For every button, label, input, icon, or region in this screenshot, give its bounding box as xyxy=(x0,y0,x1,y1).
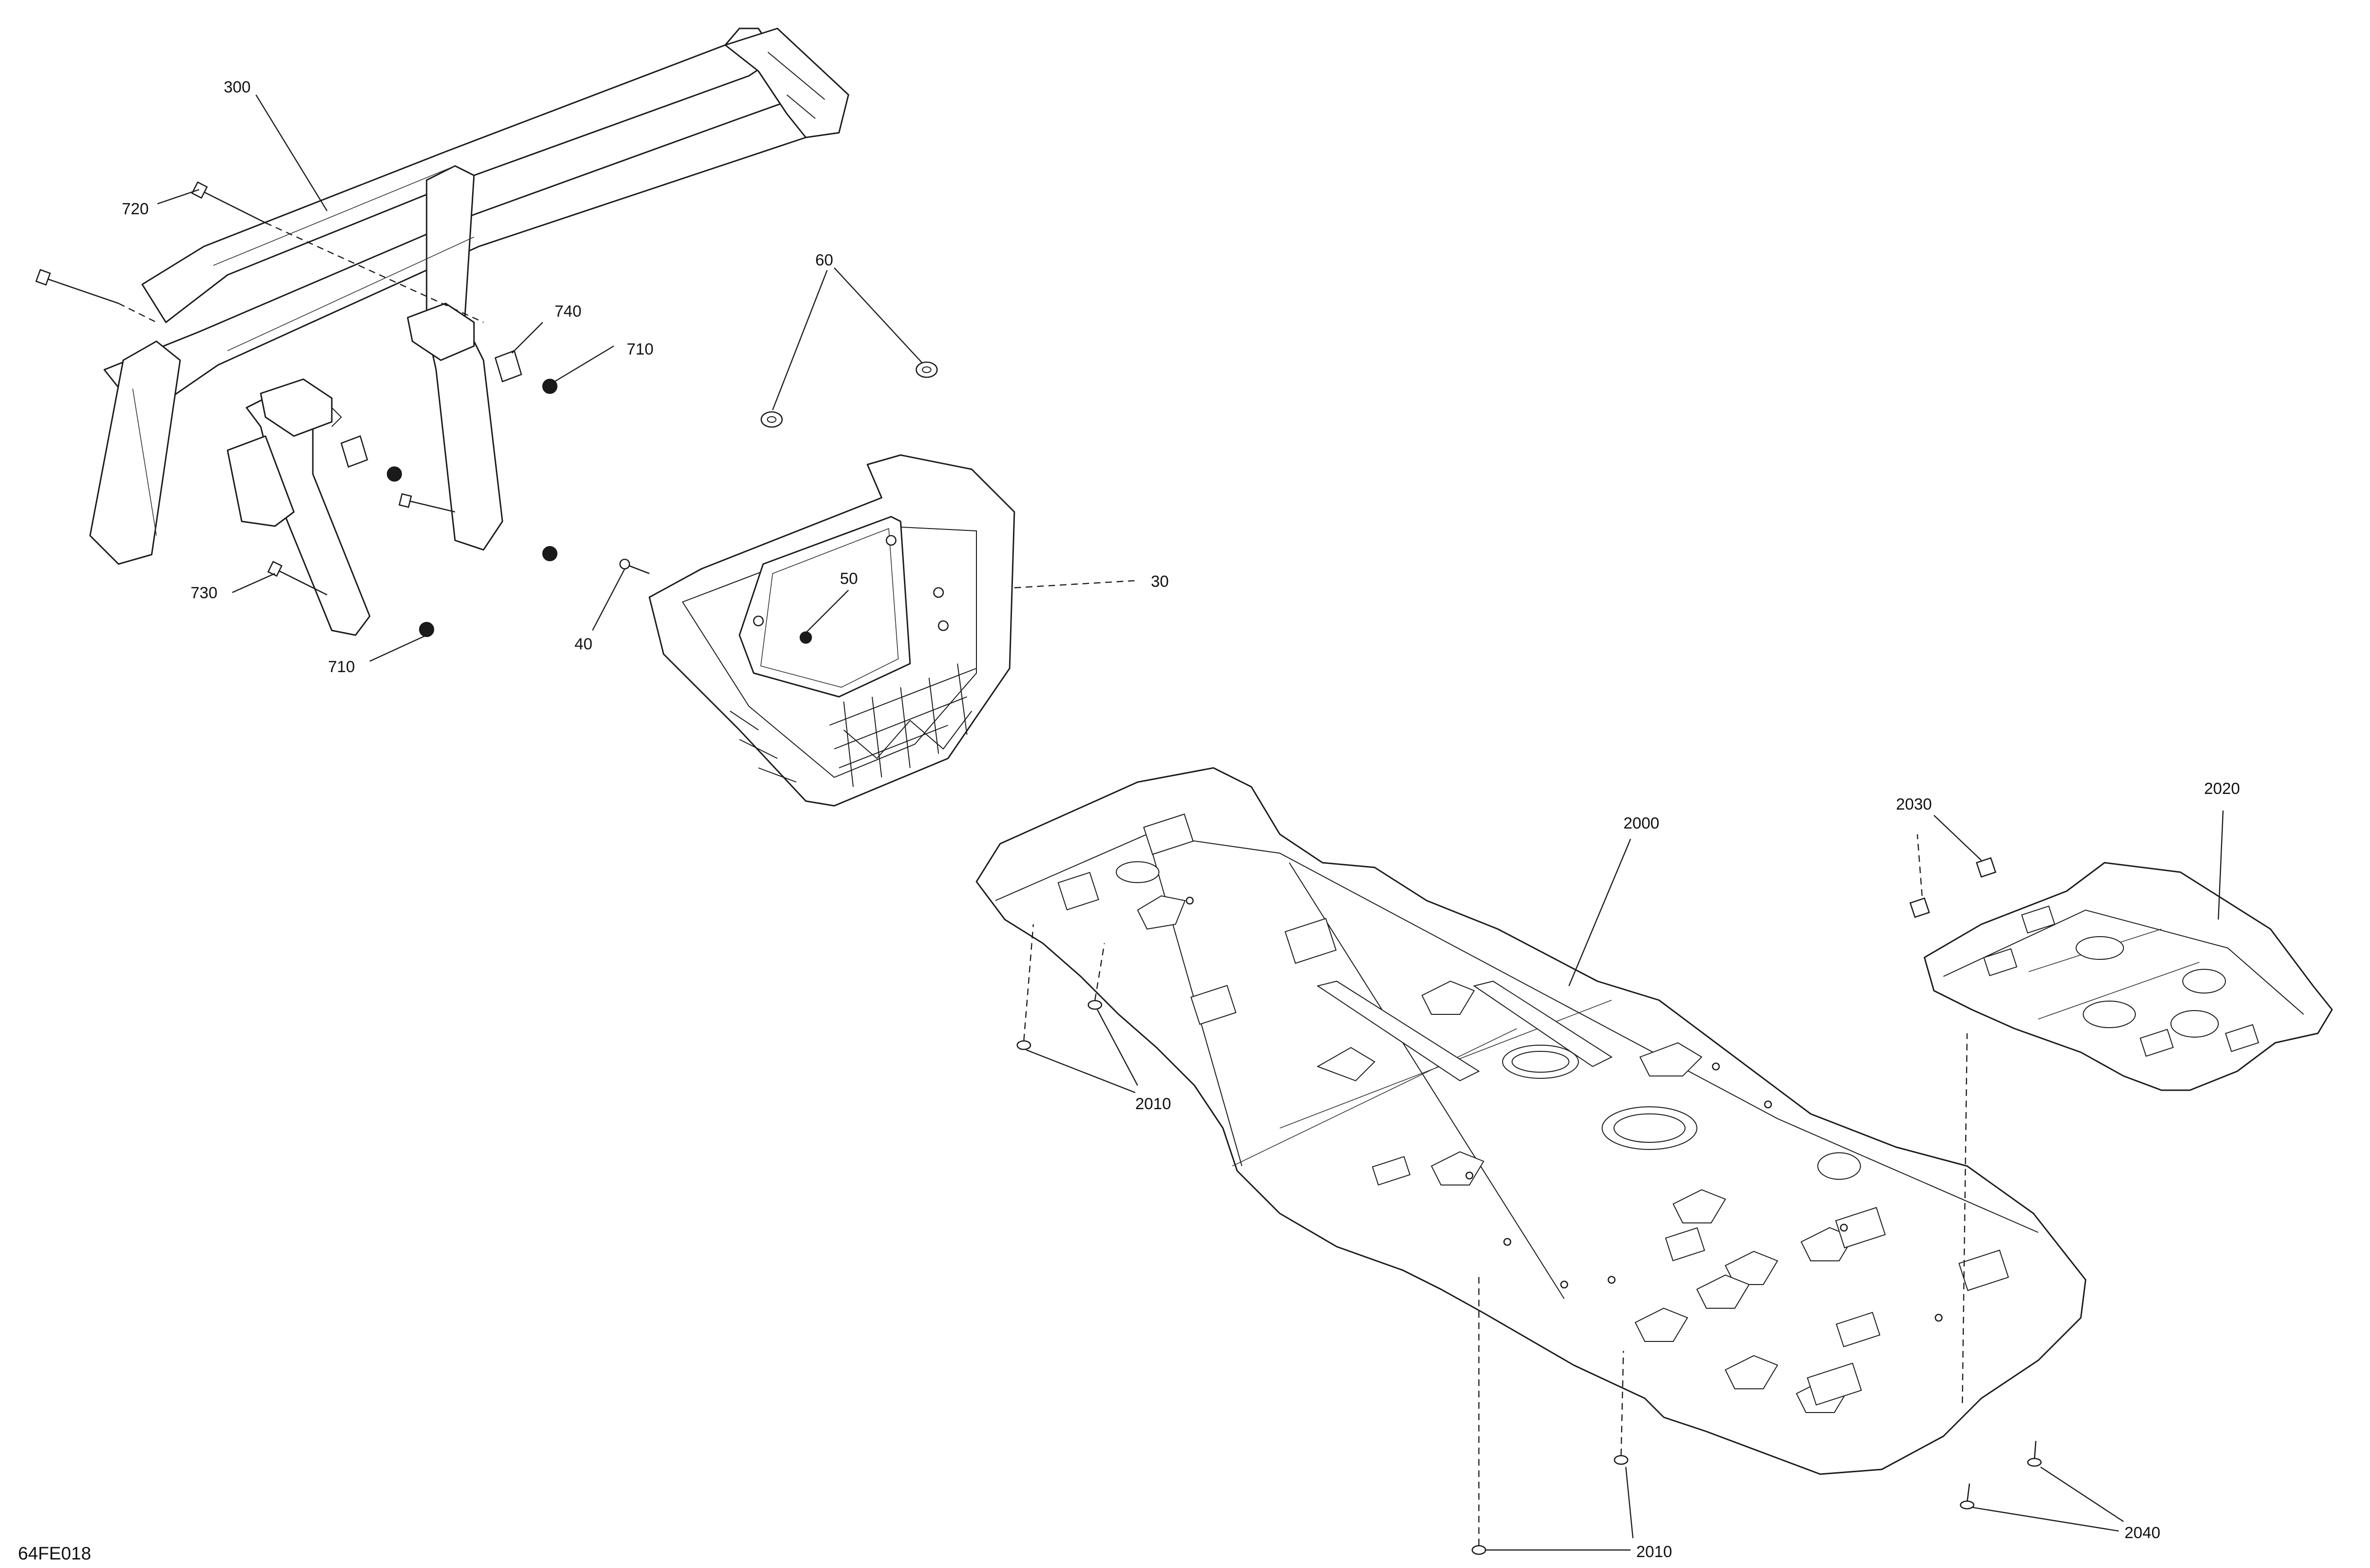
bolt-2040-b xyxy=(2027,1440,2042,1467)
clip-2030-a xyxy=(1976,857,1996,878)
label-740: 740 xyxy=(555,302,582,320)
skid-plate-2000 xyxy=(975,767,2087,1475)
label-2030: 2030 xyxy=(1896,795,1932,813)
label-2040: 2040 xyxy=(2124,1524,2160,1542)
label-2010-bottom: 2010 xyxy=(1636,1543,1672,1561)
nut-50 xyxy=(800,631,812,644)
spacer-740 xyxy=(494,350,522,383)
nut-60-right xyxy=(915,361,938,378)
bolt-730 xyxy=(267,561,328,596)
bolt-2040-a xyxy=(1960,1483,1975,1510)
axis-line-300 xyxy=(265,222,484,323)
nut-right xyxy=(542,546,557,561)
label-300: 300 xyxy=(224,78,251,96)
callout-labels: 300 720 740 710 730 710 60 50 40 30 2000… xyxy=(18,78,2240,1564)
spacer-mid xyxy=(340,435,402,482)
bolt-720 xyxy=(191,181,266,224)
label-710-lower: 710 xyxy=(328,658,355,676)
label-30: 30 xyxy=(1151,573,1169,591)
label-2000: 2000 xyxy=(1623,814,1659,832)
front-bumper-300 xyxy=(89,27,849,636)
bolt-upper-left xyxy=(35,269,157,323)
label-730: 730 xyxy=(191,584,218,602)
fastener-2010-a xyxy=(1016,1040,1031,1050)
label-60: 60 xyxy=(815,251,833,269)
figure-code: 64FE018 xyxy=(18,1544,91,1564)
label-2010-left: 2010 xyxy=(1135,1095,1171,1113)
label-710-upper: 710 xyxy=(627,340,654,358)
label-2020: 2020 xyxy=(2204,780,2240,798)
bolt-mid xyxy=(398,493,456,513)
label-50: 50 xyxy=(840,570,858,588)
rear-skid-plate-2020 xyxy=(1923,862,2333,1091)
screw-40 xyxy=(619,558,650,574)
fastener-2010-c xyxy=(1613,1455,1629,1465)
fastener-2010-d xyxy=(1471,1545,1486,1555)
nut-60-left xyxy=(760,411,783,428)
front-housing-30 xyxy=(648,454,1015,807)
fastener-2010-b xyxy=(1087,1000,1103,1010)
grille-group-2000 xyxy=(1057,813,2009,1406)
label-40: 40 xyxy=(574,635,592,653)
nut-710-lower xyxy=(419,622,434,637)
label-720: 720 xyxy=(122,200,149,218)
clip-2030-b xyxy=(1909,897,1930,918)
